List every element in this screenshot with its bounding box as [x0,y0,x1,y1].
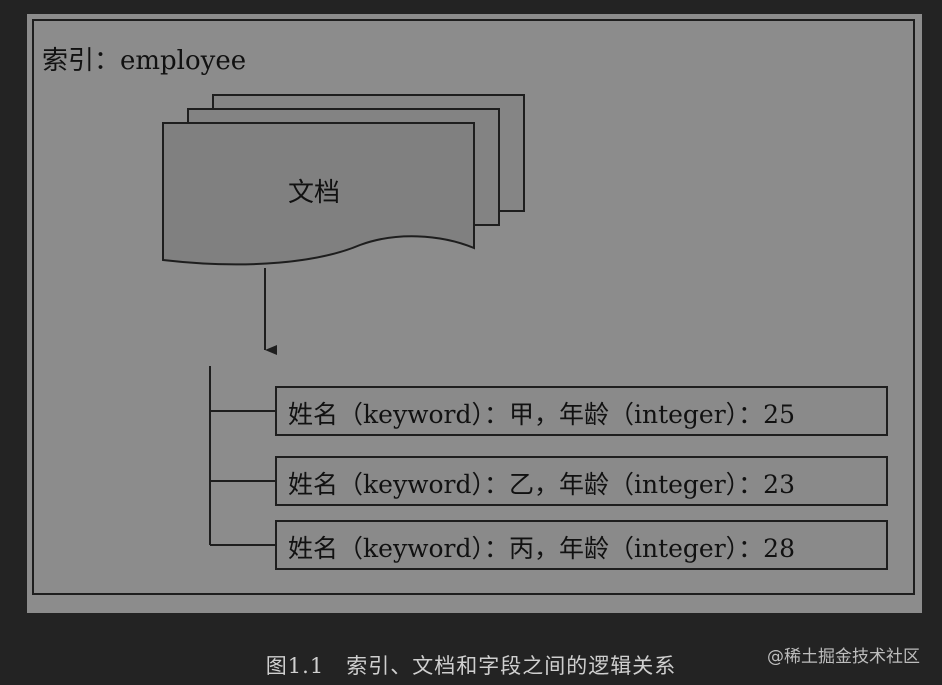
field-row-text: 姓名（keyword）：乙，年龄（integer）：23 [288,470,795,499]
index-border [32,19,915,595]
field-row-text: 姓名（keyword）：甲，年龄（integer）：25 [288,400,795,429]
figure-caption: 图1.1 索引、文档和字段之间的逻辑关系 [265,654,677,678]
field-row-text: 姓名（keyword）：丙，年龄（integer）：28 [288,534,795,563]
document-label: 文档 [288,178,341,208]
index-label: 索引：employee [42,46,247,76]
field-box [275,386,888,436]
field-box [275,520,888,570]
document-shape [162,122,475,266]
field-box [275,456,888,506]
watermark: @稀土掘金技术社区 [767,647,920,667]
